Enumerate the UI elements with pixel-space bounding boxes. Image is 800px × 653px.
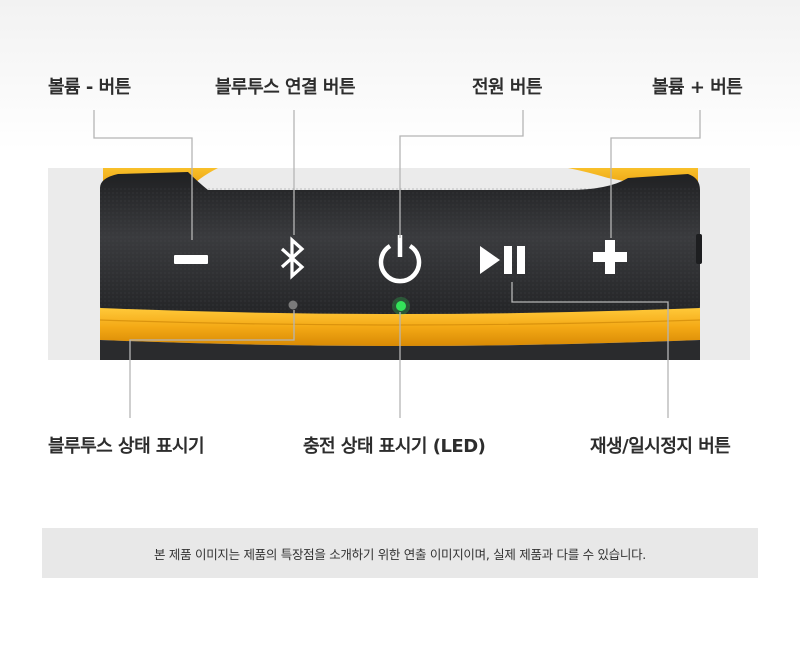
charge-led	[396, 301, 406, 311]
label-volume-down: 볼륨 - 버튼	[48, 77, 131, 98]
play-pause-icon[interactable]	[480, 246, 525, 274]
line-volume-down	[93, 110, 193, 240]
label-power: 전원 버튼	[472, 77, 543, 98]
label-volume-up: 볼륨 + 버튼	[652, 77, 743, 98]
minus-icon[interactable]	[174, 255, 208, 264]
disclaimer-box: 본 제품 이미지는 제품의 특장점을 소개하기 위한 연출 이미지이며, 실제 …	[42, 528, 758, 578]
plus-icon[interactable]	[593, 240, 627, 274]
line-play-pause	[511, 282, 669, 418]
line-bluetooth-indicator	[129, 310, 295, 418]
line-power	[399, 110, 524, 238]
power-icon[interactable]	[378, 235, 422, 284]
line-volume-up	[610, 110, 701, 238]
label-bluetooth-indicator: 블루투스 상태 표시기	[48, 436, 205, 457]
disclaimer-text: 본 제품 이미지는 제품의 특장점을 소개하기 위한 연출 이미지이며, 실제 …	[154, 546, 646, 562]
bluetooth-icon[interactable]	[280, 236, 305, 280]
bluetooth-led	[288, 300, 298, 310]
label-bluetooth-connect: 블루투스 연결 버튼	[215, 77, 356, 98]
label-play-pause: 재생/일시정지 버튼	[590, 436, 731, 457]
label-charge-indicator: 충전 상태 표시기 (LED)	[303, 436, 486, 457]
background-gradient	[0, 0, 800, 150]
